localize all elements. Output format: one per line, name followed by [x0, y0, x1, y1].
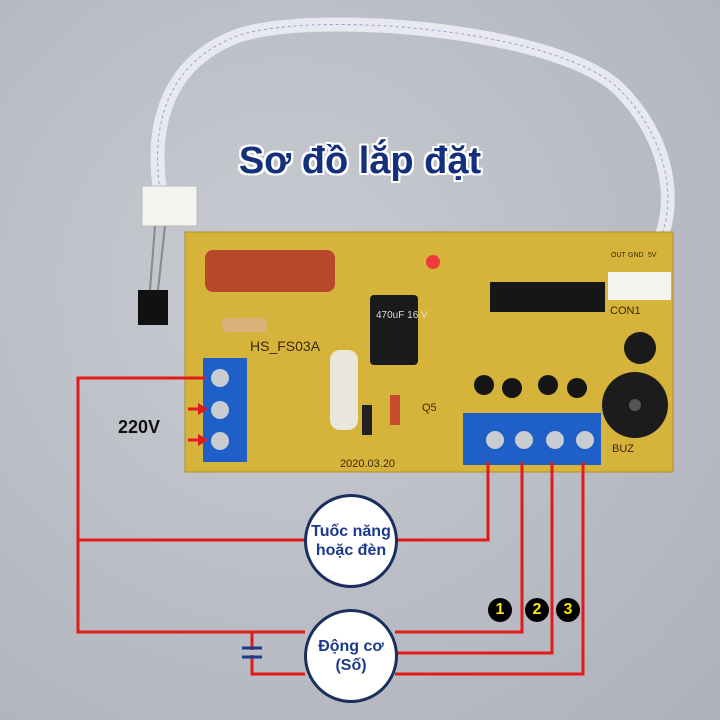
connector-header [608, 272, 671, 300]
speed-or-light-circle: Tuốc năng hoặc đèn [304, 494, 398, 588]
transistor-label: Q5 [422, 402, 437, 414]
board-model: HS_FS03A [250, 338, 321, 354]
connector-pin: GND [628, 252, 644, 259]
x2-capacitor [205, 250, 335, 292]
electrolytic-capacitor [370, 295, 418, 365]
sensor-connector [141, 185, 198, 227]
ir-receiver [138, 290, 168, 325]
ic-chip [490, 282, 605, 312]
speed-badge-2: 2 [525, 598, 549, 622]
connector-pin: 5V [648, 252, 657, 259]
red-wires [76, 376, 585, 676]
speed-badge-1: 1 [488, 598, 512, 622]
capacitor-symbol [242, 646, 262, 659]
buzzer-label: BUZ [612, 443, 634, 455]
board-date: 2020.03.20 [340, 458, 396, 470]
connector-pin: OUT [611, 252, 626, 259]
capacitor-label: 470uF 16 V [376, 310, 428, 321]
led [426, 255, 440, 269]
motor-circle: Động cơ (Số) [304, 609, 398, 703]
voltage-label: 220V [118, 417, 161, 437]
speed-badge-3: 3 [556, 598, 580, 622]
diagram-title: Sơ đồ lắp đặt [238, 140, 482, 182]
connector-label: CON1 [610, 305, 641, 317]
small-capacitor [624, 332, 656, 364]
power-resistor [330, 350, 358, 430]
